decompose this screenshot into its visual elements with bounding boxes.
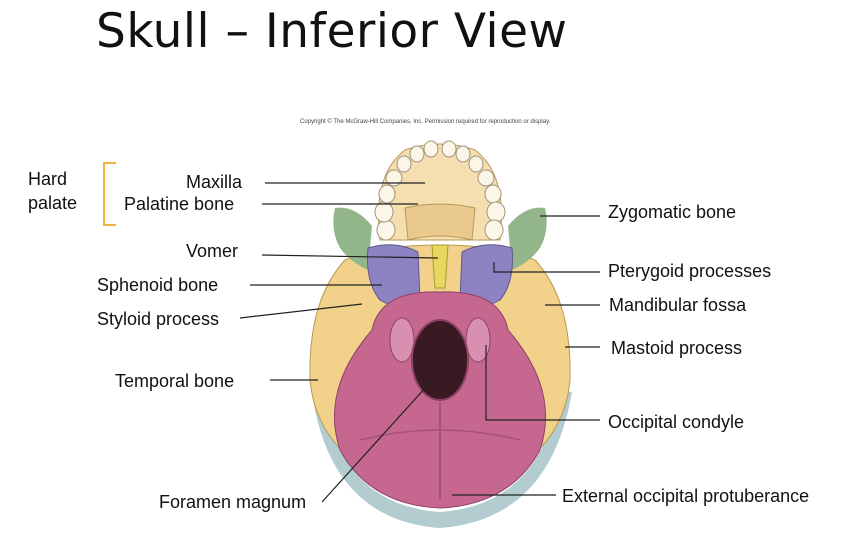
zygomatic-bone-right: [508, 207, 547, 270]
label-mandibular-fossa: Mandibular fossa: [609, 295, 747, 315]
parietal-rim: [312, 392, 572, 528]
teeth: [374, 140, 506, 241]
foramen-magnum-hole: [411, 319, 469, 401]
slide-title: Skull – Inferior View: [96, 4, 568, 59]
hard-palate-line1: Hard: [28, 169, 68, 189]
hard-palate-label: Hard palate: [28, 167, 77, 215]
nuchal-line: [359, 429, 521, 441]
label-styloid-process: Styloid process: [97, 309, 220, 329]
leader-lines: [239, 182, 600, 503]
copyright-notice: Copyright © The McGraw-Hill Companies, I…: [300, 119, 551, 125]
label-maxilla: Maxilla: [186, 172, 243, 192]
label-foramen-magnum: Foramen magnum: [159, 492, 307, 512]
occipital-condyle-left: [389, 317, 415, 363]
label-occipital-condyle: Occipital condyle: [608, 412, 745, 432]
label-external-occipital-protuberance: External occipital protuberance: [562, 486, 810, 506]
palatine-bone-shape: [404, 203, 476, 241]
hard-palate-line2: palate: [28, 193, 78, 213]
label-pterygoid-processes: Pterygoid processes: [608, 261, 772, 281]
label-zygomatic-bone: Zygomatic bone: [608, 202, 737, 222]
label-palatine-bone: Palatine bone: [124, 194, 235, 214]
hard-palate-bracket: [103, 162, 116, 226]
vomer-shape: [431, 244, 449, 289]
label-temporal-bone: Temporal bone: [115, 371, 235, 391]
zygomatic-bone-left: [333, 207, 372, 270]
label-vomer: Vomer: [186, 241, 239, 261]
label-sphenoid-bone: Sphenoid bone: [97, 275, 219, 295]
label-mastoid-process: Mastoid process: [611, 338, 743, 358]
occipital-condyle-right: [465, 317, 491, 363]
